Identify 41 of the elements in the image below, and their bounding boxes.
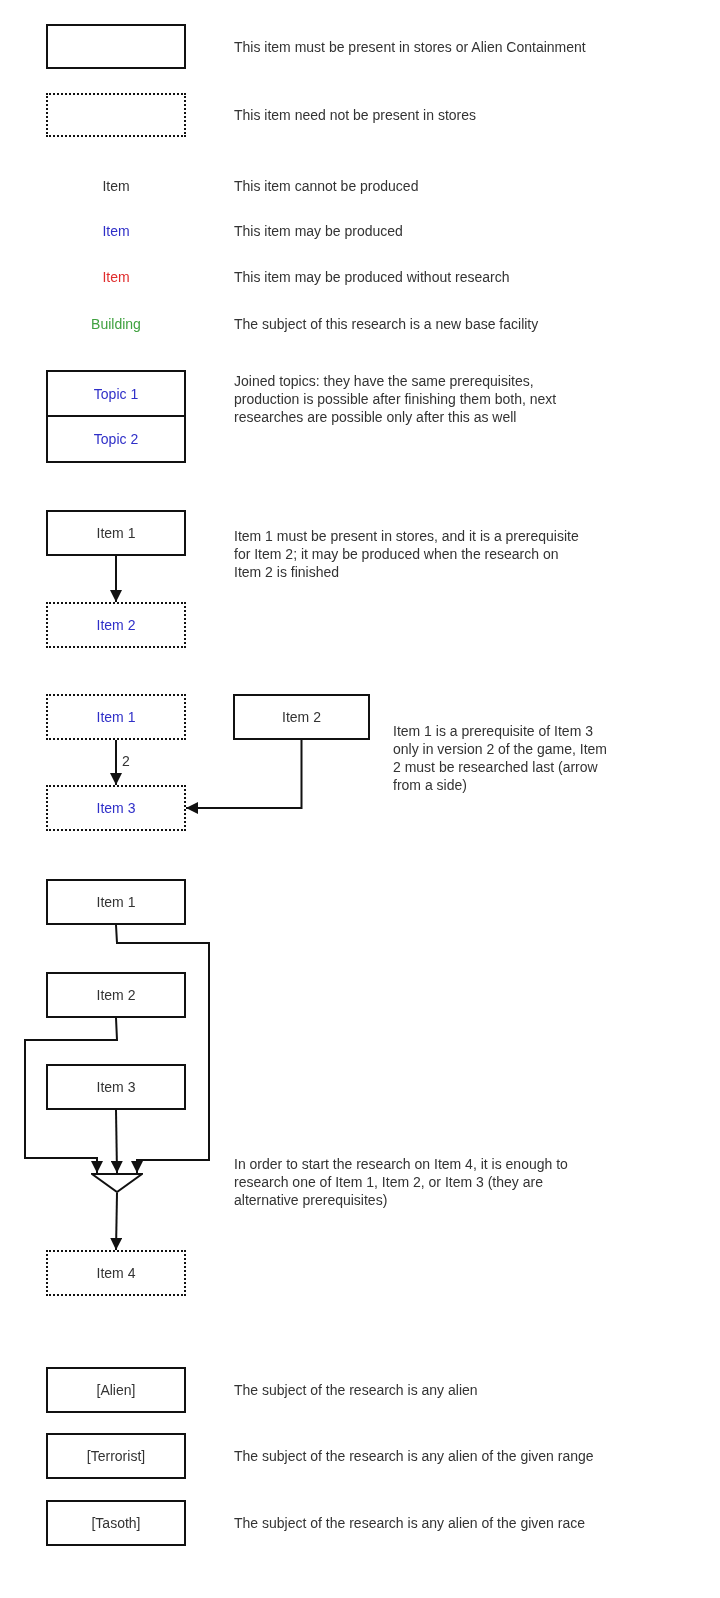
item-box: Item 3 xyxy=(46,785,186,831)
description-text: The subject of the research is any alien of the given range xyxy=(234,1447,594,1465)
item-box: [Tasoth] xyxy=(46,1500,186,1546)
topic-box: Topic 1 xyxy=(46,370,186,417)
item-box: [Alien] xyxy=(46,1367,186,1413)
item-box: Item 2 xyxy=(46,972,186,1018)
empty-box xyxy=(46,93,186,137)
description-text: In order to start the research on Item 4, it is enough to research one of Item 1, Item 2, or Item 3 (they are alternative prerequisites) xyxy=(234,1155,569,1209)
description-text: This item cannot be produced xyxy=(234,177,420,195)
sample-text: Item xyxy=(101,177,131,195)
arrow xyxy=(110,1192,123,1251)
arrow xyxy=(24,1017,119,1174)
arrow xyxy=(110,555,122,603)
arrow xyxy=(110,739,122,786)
item-box: [Terrorist] xyxy=(46,1433,186,1479)
sample-text: Item xyxy=(101,222,131,240)
merge-triangle xyxy=(91,1173,143,1193)
description-text: The subject of the research is any alien of the given race xyxy=(234,1514,585,1532)
sample-text: Building xyxy=(90,315,142,333)
item-box: Item 3 xyxy=(46,1064,186,1110)
empty-box xyxy=(46,24,186,69)
description-text: This item must be present in stores or Alien Containment xyxy=(234,37,586,56)
description-text: This item need not be present in stores xyxy=(234,106,477,124)
sample-text: Item xyxy=(101,268,131,286)
item-box: Item 1 xyxy=(46,879,186,925)
arrow xyxy=(115,924,210,1174)
description-text: This item may be produced without research xyxy=(234,268,511,286)
topic-box: Topic 2 xyxy=(46,415,186,463)
item-box: Item 2 xyxy=(233,694,370,740)
item-box: Item 1 xyxy=(46,510,186,556)
description-text: This item may be produced xyxy=(234,222,404,240)
description-text: The subject of this research is a new base facility xyxy=(234,315,540,333)
item-box: Item 2 xyxy=(46,602,186,648)
description-text: The subject of the research is any alien xyxy=(234,1381,478,1399)
item-box: Item 4 xyxy=(46,1250,186,1296)
arrow xyxy=(110,1109,123,1174)
item-box: Item 1 xyxy=(46,694,186,740)
arrow xyxy=(185,739,303,814)
description-text: Item 1 must be present in stores, and it is a prerequisite for Item 2; it may be produced when the research on Item 2 is finished xyxy=(234,527,579,581)
description-text: Item 1 is a prerequisite of Item 3 only in version 2 of the game, Item 2 must be researched last (arrow from a side) xyxy=(393,722,608,794)
description-text: Joined topics: they have the same prerequisites, production is possible after finishing them both, next researches are possible only after this as well xyxy=(234,372,558,426)
